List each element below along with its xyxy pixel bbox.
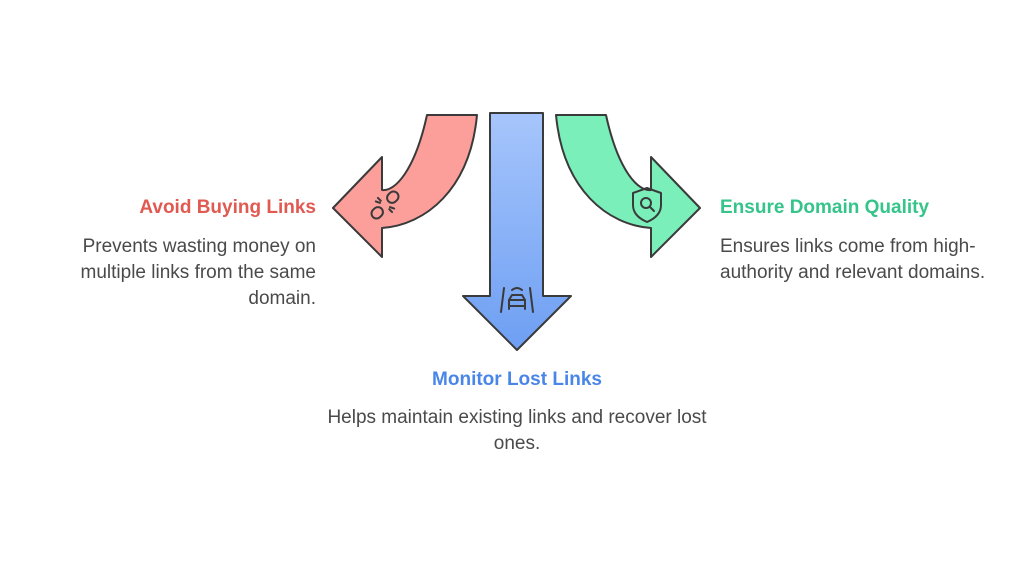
center-arrow xyxy=(462,112,572,351)
monitor-lost-links-description: Helps maintain existing links and recove… xyxy=(327,407,707,454)
avoid-buying-links-title: Avoid Buying Links xyxy=(139,197,316,218)
left-arrow xyxy=(332,114,478,258)
broken-chain-icon xyxy=(370,190,400,220)
ensure-domain-quality-title: Ensure Domain Quality xyxy=(720,197,930,218)
avoid-buying-links-description: Prevents wasting money on multiple links… xyxy=(80,236,316,309)
shield-search-icon xyxy=(632,187,662,223)
right-arrow xyxy=(555,114,701,258)
road-car-icon xyxy=(500,287,534,313)
ensure-domain-quality-description: Ensures links come from high-authority a… xyxy=(720,236,986,283)
monitor-lost-links-title: Monitor Lost Links xyxy=(432,369,602,390)
